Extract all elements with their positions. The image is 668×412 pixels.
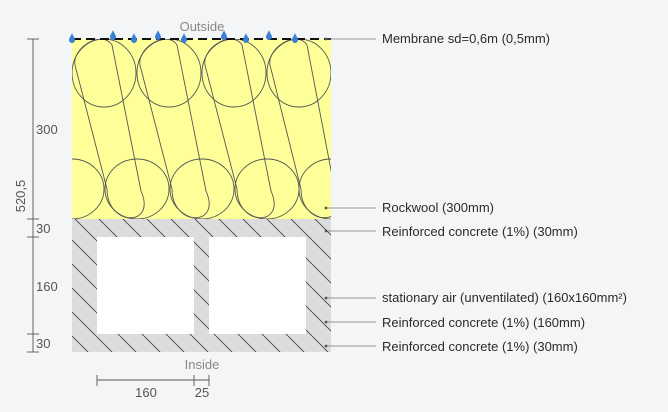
insulation-top-arc — [330, 67, 331, 79]
membrane-layer — [69, 30, 331, 43]
concrete-top-slab — [72, 219, 331, 237]
label-concrete-top: Reinforced concrete (1%) (30mm) — [382, 224, 578, 239]
water-drop-icon — [69, 33, 75, 43]
air-cell-left — [97, 237, 194, 334]
outside-label: Outside — [180, 19, 225, 34]
water-drop-icon — [155, 30, 161, 40]
insulation-top-arc — [136, 39, 202, 108]
horizontal-dimensions — [96, 375, 210, 386]
label-membrane: Membrane sd=0,6m (0,5mm) — [382, 31, 550, 46]
dim-bottom-slab: 30 — [36, 336, 50, 351]
label-concrete-bottom: Reinforced concrete (1%) (30mm) — [382, 339, 578, 354]
dim-web: 160 — [36, 279, 58, 294]
dim-rockwool: 300 — [36, 122, 58, 137]
water-drop-icon — [266, 30, 272, 40]
insulation-bottom-arc — [298, 158, 331, 219]
water-drop-icon — [181, 33, 187, 43]
label-rockwool: Rockwool (300mm) — [382, 200, 494, 215]
water-drop-icon — [110, 30, 116, 40]
label-concrete-web: Reinforced concrete (1%) (160mm) — [382, 315, 585, 330]
total-thickness-dim: 520,5 — [13, 180, 28, 213]
air-cell-right — [209, 237, 306, 334]
label-stationary-air: stationary air (unventilated) (160x160mm… — [382, 290, 627, 305]
insulation-bottom-arc — [104, 158, 170, 219]
inside-label: Inside — [185, 357, 220, 372]
water-drop-icon — [221, 30, 227, 40]
water-drop-icon — [131, 33, 137, 43]
dim-top-slab: 30 — [36, 221, 50, 236]
insulation-top-arc — [266, 39, 331, 108]
vertical-dimensions — [27, 38, 39, 353]
rockwool-layer — [72, 39, 331, 219]
insulation-bottom-arc — [72, 158, 105, 219]
insulation-top-arc — [201, 39, 267, 108]
insulation-top-arc — [72, 39, 137, 108]
dim-cell-width: 160 — [135, 385, 157, 400]
water-drop-icon — [292, 33, 298, 43]
concrete-bottom-slab — [72, 334, 331, 352]
insulation-bottom-arc — [169, 158, 235, 219]
leader-lines — [326, 38, 376, 347]
dim-web-width: 25 — [195, 385, 209, 400]
water-drop-icon — [243, 33, 249, 43]
